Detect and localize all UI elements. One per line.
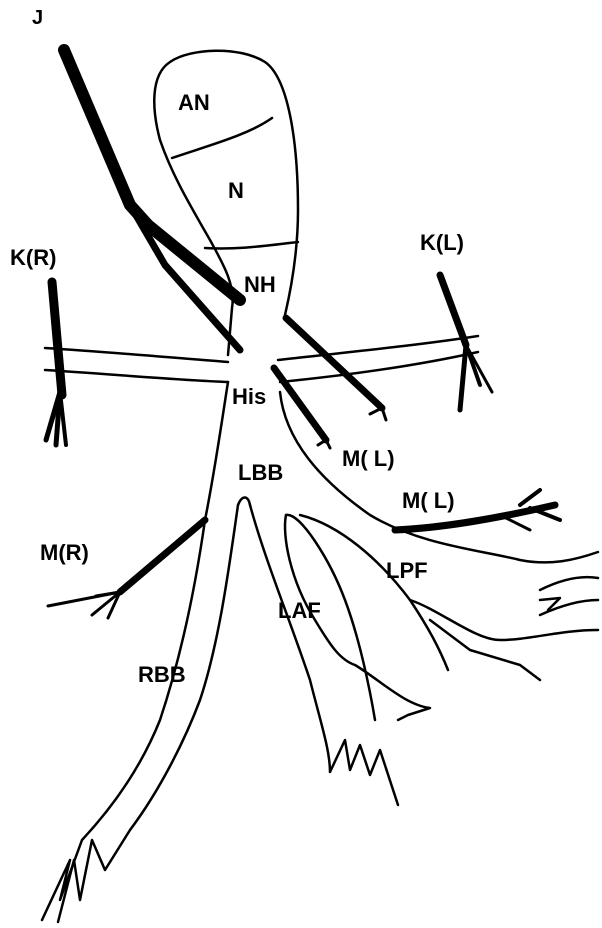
j-pathway xyxy=(64,50,240,350)
corner-mark: J xyxy=(32,8,43,28)
label-k-right: K(R) xyxy=(10,247,56,269)
label-an: AN xyxy=(178,92,210,114)
label-his: His xyxy=(232,386,266,408)
mahaim-right xyxy=(48,520,205,618)
left-band xyxy=(45,348,228,382)
laf-branch xyxy=(250,505,430,805)
kent-left-bundle xyxy=(440,275,492,410)
label-m-right: M(R) xyxy=(40,542,89,564)
label-laf: LAF xyxy=(278,600,321,622)
av-node-capsule xyxy=(154,51,298,355)
kent-right-bundle xyxy=(46,282,66,445)
label-rbb: RBB xyxy=(138,664,186,686)
label-lbb: LBB xyxy=(238,462,283,484)
label-k-left: K(L) xyxy=(420,232,464,254)
label-nh: NH xyxy=(244,274,276,296)
label-lpf: LPF xyxy=(386,560,428,582)
label-n: N xyxy=(228,180,244,202)
label-m-left-lower: M( L) xyxy=(402,490,455,512)
label-m-left-upper: M( L) xyxy=(342,448,395,470)
